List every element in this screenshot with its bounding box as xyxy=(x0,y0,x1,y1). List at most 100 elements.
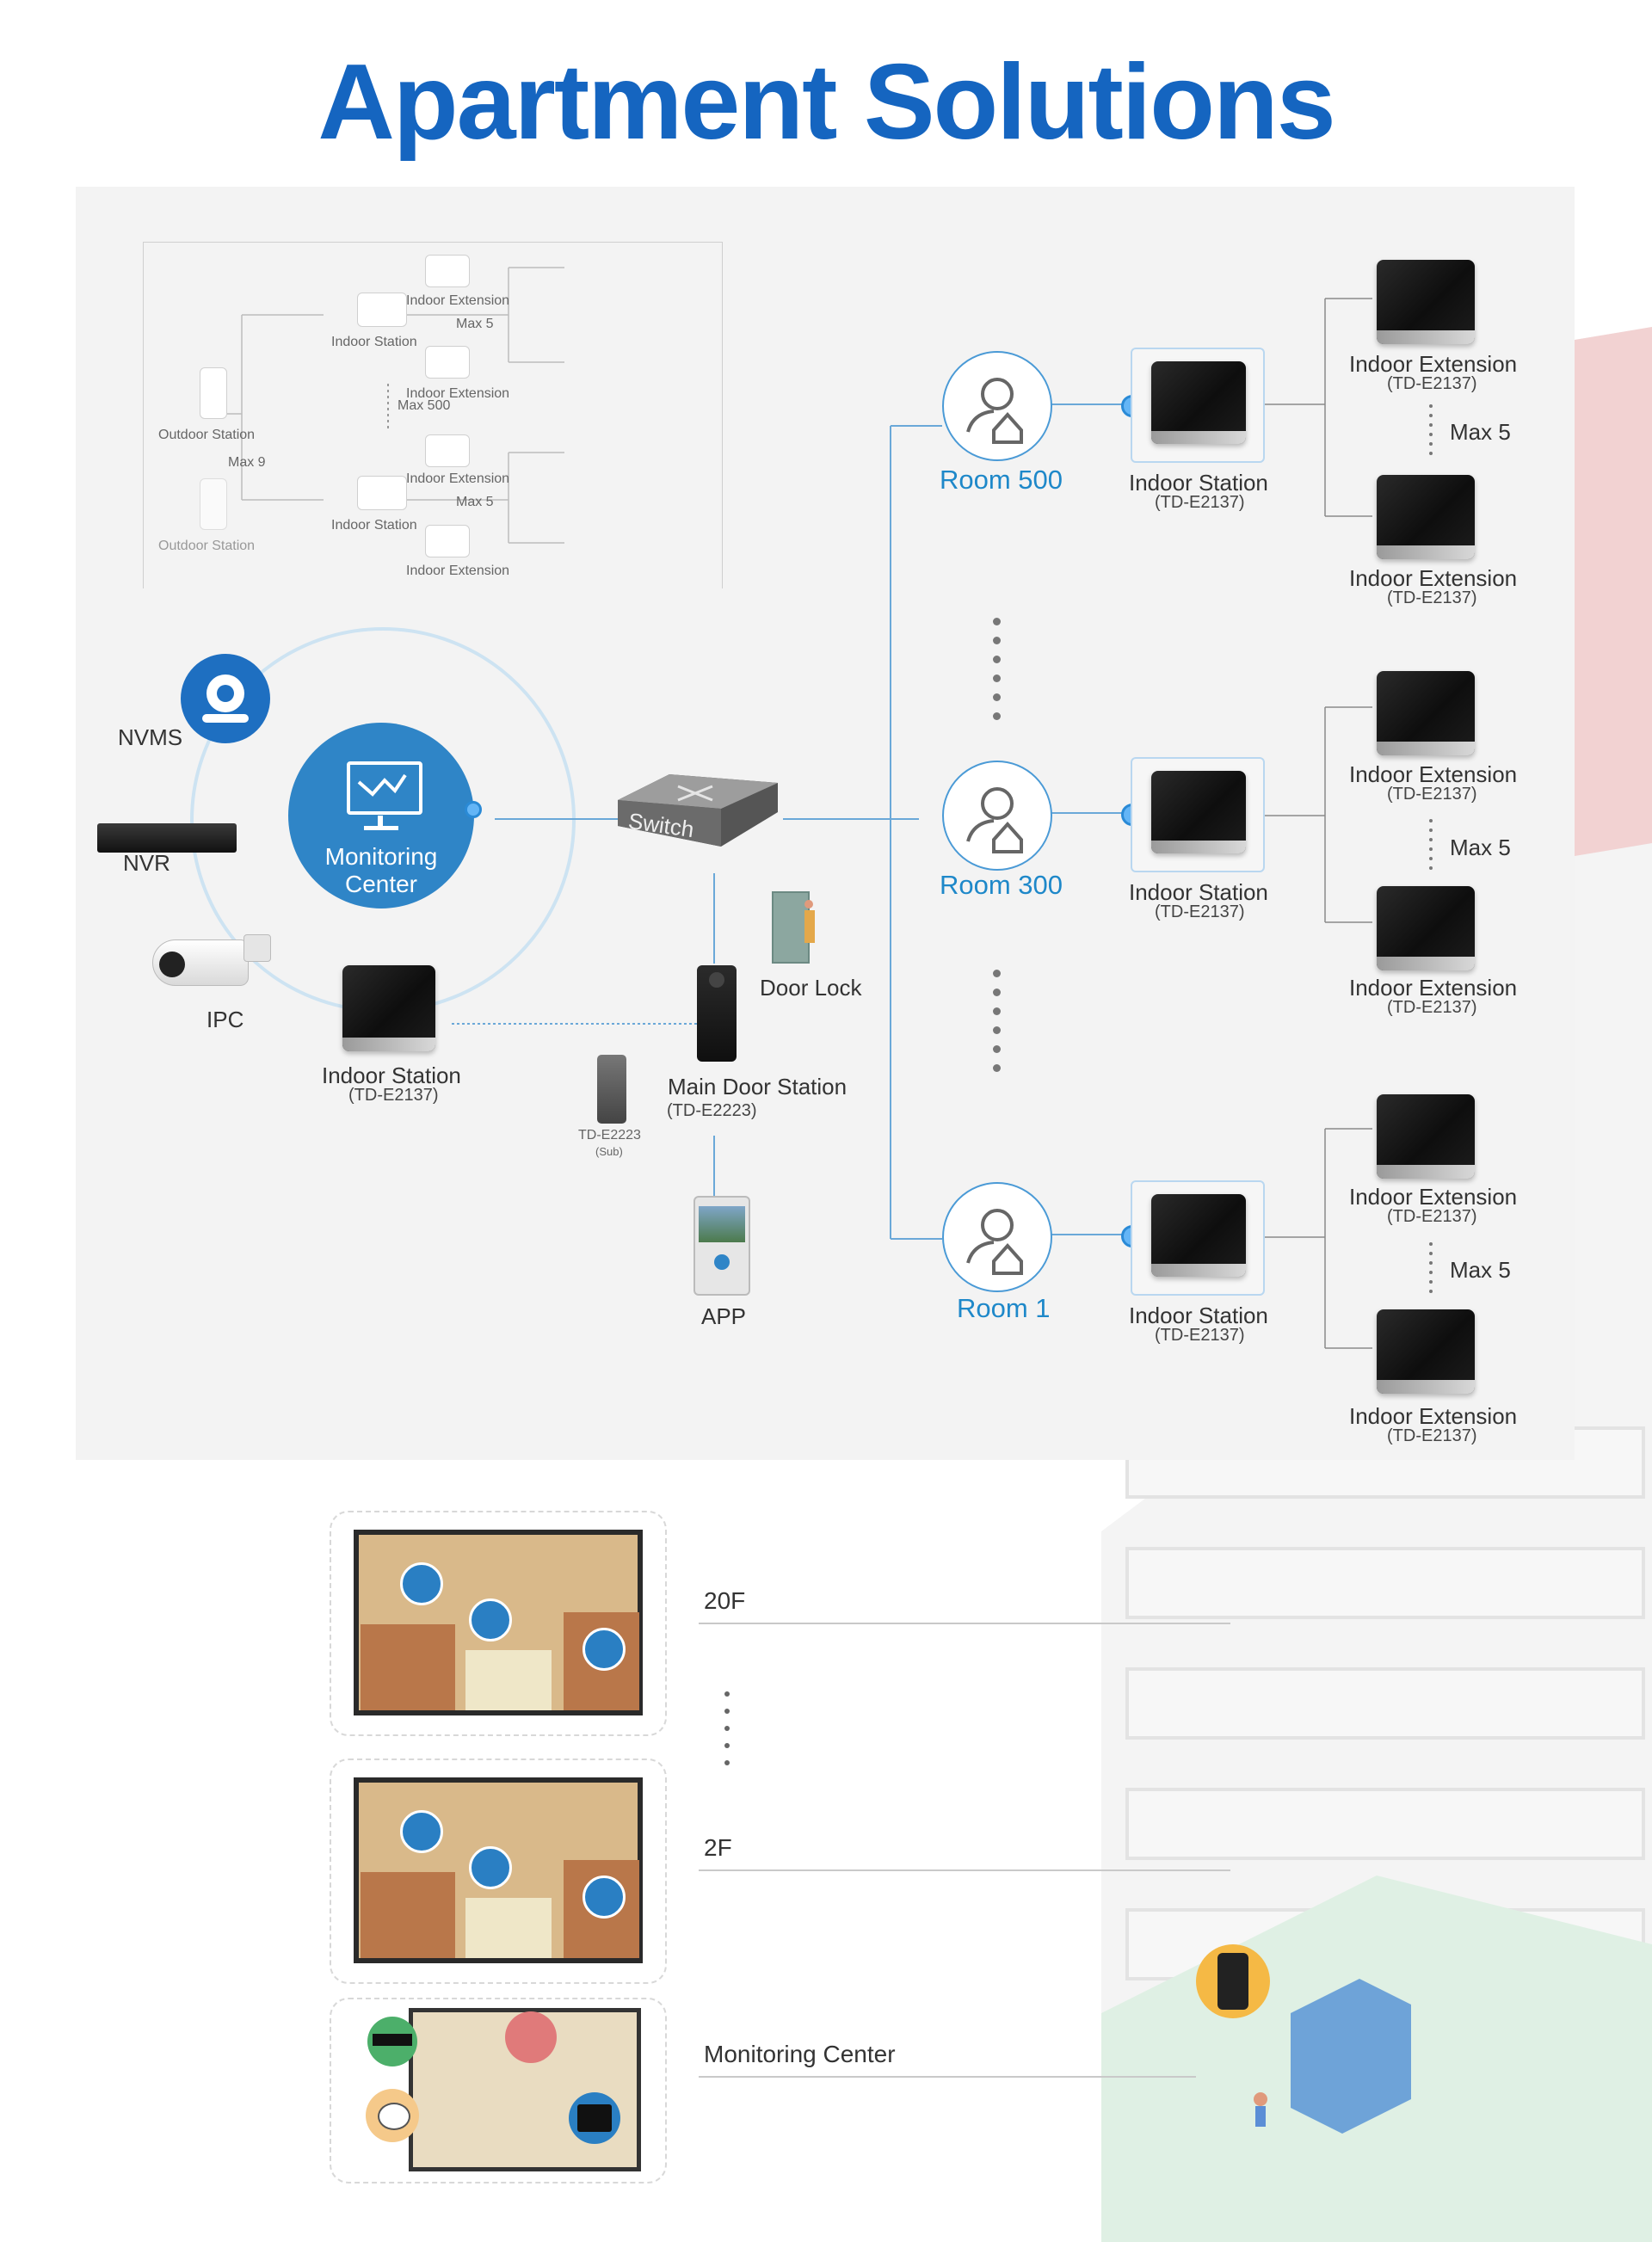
indoor-extension-label: Indoor Extension xyxy=(1349,1184,1518,1210)
indoor-extension-model: (TD-E2137) xyxy=(1387,998,1477,1017)
indoor-extension-model: (TD-E2137) xyxy=(1387,1426,1477,1445)
floor-plan-card xyxy=(330,1511,667,1736)
floor-divider xyxy=(699,1869,1230,1871)
room-icon xyxy=(942,761,1052,871)
room-label: Room 500 xyxy=(940,465,1063,495)
ellipsis-dots xyxy=(993,618,1001,731)
main-door-station-device xyxy=(697,965,737,1062)
thumb-indoor-station-label: Indoor Station xyxy=(331,518,417,533)
thumb-indoor-station-device xyxy=(357,476,407,510)
indoor-extension-label: Indoor Extension xyxy=(1349,351,1518,377)
thumb-outdoor-station-label: Outdoor Station xyxy=(158,428,256,442)
indoor-station-label: Indoor Station xyxy=(322,1062,461,1088)
indoor-station-device xyxy=(342,965,435,1051)
thumb-max9-label: Max 9 xyxy=(228,455,266,470)
max-label: Max 5 xyxy=(1450,835,1511,860)
indoor-station-model: (TD-E2137) xyxy=(1155,902,1245,921)
indoor-extension-device xyxy=(1377,886,1475,970)
indoor-station-label: Indoor Station xyxy=(1129,879,1268,905)
main-door-station-label: Main Door Station xyxy=(668,1074,848,1099)
thumbnail-lines xyxy=(203,267,564,544)
ellipsis-dots xyxy=(1429,819,1433,876)
indoor-extension-device xyxy=(1377,1309,1475,1394)
thumb-outdoor-station-device xyxy=(200,478,227,530)
indoor-extension-model: (TD-E2137) xyxy=(1387,588,1477,607)
floor-plan-card xyxy=(330,1998,667,2183)
indoor-extension-label: Indoor Extension xyxy=(1349,761,1518,787)
ellipsis-dots xyxy=(1429,1242,1433,1299)
sub-station-model: TD-E2223 xyxy=(578,1128,641,1143)
floor-label: 2F xyxy=(704,1834,732,1861)
indoor-extension-model: (TD-E2137) xyxy=(1387,374,1477,393)
thumbnail-frame xyxy=(143,242,723,588)
nvr-label: NVR xyxy=(123,850,170,876)
nvr-device-icon xyxy=(97,823,237,853)
max-label: Max 5 xyxy=(1450,419,1511,445)
indoor-extension-label: Indoor Extension xyxy=(1349,565,1518,591)
floor-divider xyxy=(699,1623,1230,1624)
thumb-max500-label: Max 500 xyxy=(398,398,451,413)
nvms-icon xyxy=(181,654,270,743)
indoor-extension-label: Indoor Extension xyxy=(1349,1403,1518,1429)
indoor-extension-label: Indoor Extension xyxy=(1349,975,1518,1001)
indoor-extension-model: (TD-E2137) xyxy=(1387,1207,1477,1226)
thumb-extension-device xyxy=(425,255,470,287)
thumb-indoor-extension-label: Indoor Extension xyxy=(406,293,510,308)
thumb-extension-device xyxy=(425,434,470,467)
thumb-max5-label: Max 5 xyxy=(456,495,494,509)
indoor-extension-device xyxy=(1377,260,1475,344)
thumb-indoor-station-device xyxy=(357,293,407,327)
main-door-station-model: (TD-E2223) xyxy=(667,1101,757,1120)
room-label: Room 1 xyxy=(957,1293,1051,1323)
door-lock-label: Door Lock xyxy=(760,975,862,1001)
ellipsis-dots xyxy=(993,970,1001,1083)
indoor-station-model: (TD-E2137) xyxy=(348,1086,439,1105)
indoor-station-model: (TD-E2137) xyxy=(1155,493,1245,512)
ellipsis-dots xyxy=(1429,404,1433,461)
indoor-extension-model: (TD-E2137) xyxy=(1387,785,1477,804)
indoor-station-device xyxy=(1151,1194,1246,1277)
indoor-station-label: Indoor Station xyxy=(1129,470,1268,496)
thumb-indoor-extension-label: Indoor Extension xyxy=(406,564,510,578)
nvms-label: NVMS xyxy=(118,724,183,750)
connection-lines xyxy=(190,298,1372,1349)
room-label: Room 300 xyxy=(940,870,1063,900)
switch-device: Switch xyxy=(618,774,778,847)
monitoring-center-node: Monitoring Center xyxy=(288,723,474,909)
floor-label: 20F xyxy=(704,1587,746,1614)
app-phone-icon xyxy=(693,1196,750,1296)
room-icon xyxy=(942,351,1052,461)
thumb-extension-device xyxy=(425,525,470,557)
indoor-extension-device xyxy=(1377,475,1475,559)
thumb-outdoor-station-device xyxy=(200,367,227,419)
indoor-station-device xyxy=(1151,361,1246,444)
floor-label: Monitoring Center xyxy=(704,2041,896,2067)
connector-dot xyxy=(465,801,482,818)
thumb-outdoor-station-label: Outdoor Station xyxy=(158,539,256,553)
building-illustration xyxy=(1101,327,1652,2242)
indoor-station-device xyxy=(1151,771,1246,853)
thumb-max5-label: Max 5 xyxy=(456,317,494,331)
max-label: Max 5 xyxy=(1450,1257,1511,1283)
indoor-extension-device xyxy=(1377,1094,1475,1179)
ipc-label: IPC xyxy=(206,1007,244,1032)
monitor-icon xyxy=(347,761,422,815)
indoor-extension-device xyxy=(1377,671,1475,755)
sub-door-station-device xyxy=(597,1055,626,1124)
floor-divider xyxy=(699,2076,1196,2078)
floor-plan-card xyxy=(330,1758,667,1984)
room-icon xyxy=(942,1182,1052,1292)
sub-station-note: (Sub) xyxy=(595,1145,623,1158)
thumb-indoor-station-label: Indoor Station xyxy=(331,335,417,349)
door-lock-icon xyxy=(772,891,822,964)
page-title: Apartment Solutions xyxy=(317,43,1335,162)
thumb-indoor-extension-label: Indoor Extension xyxy=(406,386,510,401)
ellipsis-dots xyxy=(724,1691,730,1765)
monitoring-center-label: Monitoring Center xyxy=(324,843,438,897)
app-label: APP xyxy=(701,1303,747,1329)
thumb-indoor-extension-label: Indoor Extension xyxy=(406,471,510,486)
indoor-station-model: (TD-E2137) xyxy=(1155,1326,1245,1345)
thumb-extension-device xyxy=(425,346,470,379)
ipc-camera-icon xyxy=(152,934,273,988)
indoor-station-label: Indoor Station xyxy=(1129,1303,1268,1328)
